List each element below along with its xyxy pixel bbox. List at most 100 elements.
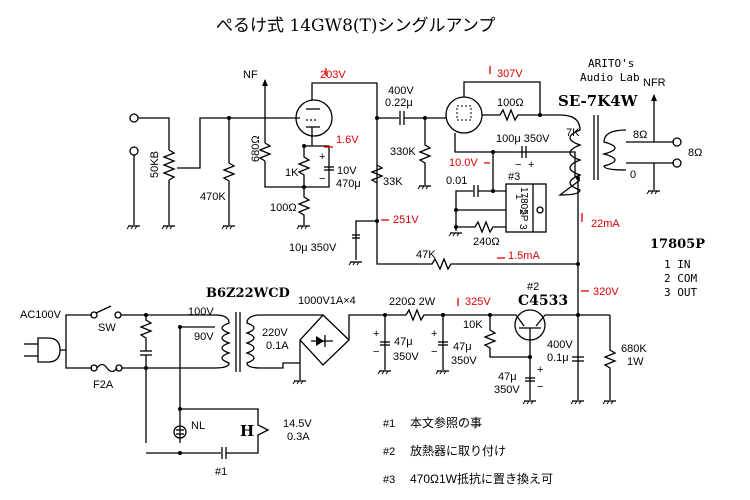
output-plate-voltage: 307V [497,68,523,80]
svg-text:220V: 220V [262,327,288,339]
neon-lamp [173,425,187,439]
svg-text:2 COM: 2 COM [664,272,697,285]
bypass-capacitance: 470μ [336,178,361,190]
primary-impedance: 7K [566,127,580,139]
heater-note: #1 [215,466,227,478]
svg-text:+: + [319,151,325,163]
svg-text:+: + [431,328,437,340]
output-tube [445,96,483,134]
fuse-label: F2A [93,379,114,391]
svg-text:0.1A: 0.1A [266,340,289,352]
input-ground-terminal [129,146,139,156]
bypass-voltage: 10V [337,165,357,177]
svg-text:#2: #2 [383,446,395,458]
speaker-plus-terminal [672,137,682,147]
cathode-resistor-label: 1K [285,167,299,179]
regulator-note: #3 [508,171,520,183]
b-voltage-first: 251V [393,214,419,226]
filter-resistor-label: 220Ω 2W [389,296,436,308]
svg-text:350V: 350V [451,355,477,367]
coupling-grid-resistor: 330K [390,146,416,158]
svg-text:1W: 1W [627,356,644,368]
volume-label: 50KB [149,151,161,178]
svg-text:#1: #1 [383,418,395,430]
first-tube [295,99,333,137]
power-switch[interactable] [95,305,112,314]
svg-text:−: − [431,346,437,358]
svg-text:350V: 350V [494,384,520,396]
svg-text:17805P: 17805P [518,187,529,222]
svg-text:放熱器に取り付け: 放熱器に取り付け [410,443,506,458]
credit-line1: ARITO's [588,57,634,70]
first-plate-voltage: 203V [320,69,346,81]
transistor-model: C4533 [518,293,568,309]
svg-text:0.1μ: 0.1μ [547,352,569,364]
nfr-label: NFR [643,77,666,89]
rectifier-label: 1000V1A×4 [298,295,356,307]
svg-text:−: − [515,159,521,171]
credit-line2: Audio Lab [580,71,640,84]
b-voltage-main: 320V [593,286,619,298]
regulator-resistor-label: 240Ω [473,236,500,248]
svg-text:−: − [373,346,379,358]
output-transformer-model: SE-7K4W [558,92,639,110]
svg-text:470Ω1W抵抗に置き換え可: 470Ω1W抵抗に置き換え可 [410,471,553,486]
notes: #1 本文参照の事 #2 放熱器に取り付け #3 470Ω1W抵抗に置き換え可 [383,415,553,486]
svg-text:+: + [373,328,379,340]
regulator-17805p [505,183,547,233]
ac-plug-icon [37,337,61,363]
switch-label: SW [98,322,116,334]
svg-text:−: − [537,381,543,393]
regulator-cap-label: 0.01 [446,175,467,187]
feedback-current: 1.5mA [508,250,540,262]
speaker-impedance: 8Ω [688,147,702,159]
svg-text:0: 0 [630,169,636,181]
fuse [96,363,118,373]
svg-text:+: + [537,364,543,376]
svg-text:14.5V: 14.5V [283,418,312,430]
output-cathode-voltage: 10.0V [449,157,478,169]
svg-text:47μ: 47μ [498,371,517,383]
svg-text:350V: 350V [393,351,419,363]
output-transformer-primary [558,114,582,196]
nf-label: NF [243,69,258,81]
input-terminal [129,113,139,123]
speaker-minus-terminal [672,158,682,168]
output-transformer-secondary [601,129,627,171]
svg-text:100V: 100V [188,306,214,318]
page-title: ぺるけ式 14GW8(T)シングルアンプ [216,16,495,36]
svg-text:−: − [319,173,325,185]
svg-text:#3: #3 [383,474,395,486]
coupling-capacitance: 0.22μ [385,97,413,109]
cathode-voltage: 1.6V [336,134,359,146]
neon-label: NL [191,420,205,432]
power-transformer-secondary [245,314,262,369]
regulator-legend-title: 17805P [650,237,705,252]
svg-text:8Ω: 8Ω [633,129,647,141]
svg-text:3 OUT: 3 OUT [664,286,697,299]
main-current: 22mA [591,218,620,230]
svg-text:1: 1 [513,194,524,200]
svg-text:47μ: 47μ [394,336,413,348]
b-voltage-rectified: 325V [465,296,491,308]
volume-pot [162,149,176,181]
decoupling-cap-label: 10μ 350V [289,242,337,254]
svg-text:47μ: 47μ [453,341,472,353]
nf-shunt-label: 100Ω [270,202,297,214]
power-transformer-model: B6Z22WCD [206,286,290,301]
coupling-voltage: 400V [388,85,414,97]
bias-resistor-label: 47K [416,249,436,261]
svg-text:+: + [528,159,534,171]
svg-text:本文参照の事: 本文参照の事 [410,415,482,430]
screen-resistor-label: 100Ω [497,97,524,109]
svg-text:90V: 90V [194,331,214,343]
heater-symbol: H [240,422,254,440]
plate-resistor-label: 33K [383,176,403,188]
svg-text:0.3A: 0.3A [287,431,310,443]
nf-resistor-label: 680Ω [250,135,262,162]
svg-text:2: 2 [517,209,528,215]
ac-label: AC100V [20,309,62,321]
output-cap-label: 100μ 350V [496,133,550,145]
